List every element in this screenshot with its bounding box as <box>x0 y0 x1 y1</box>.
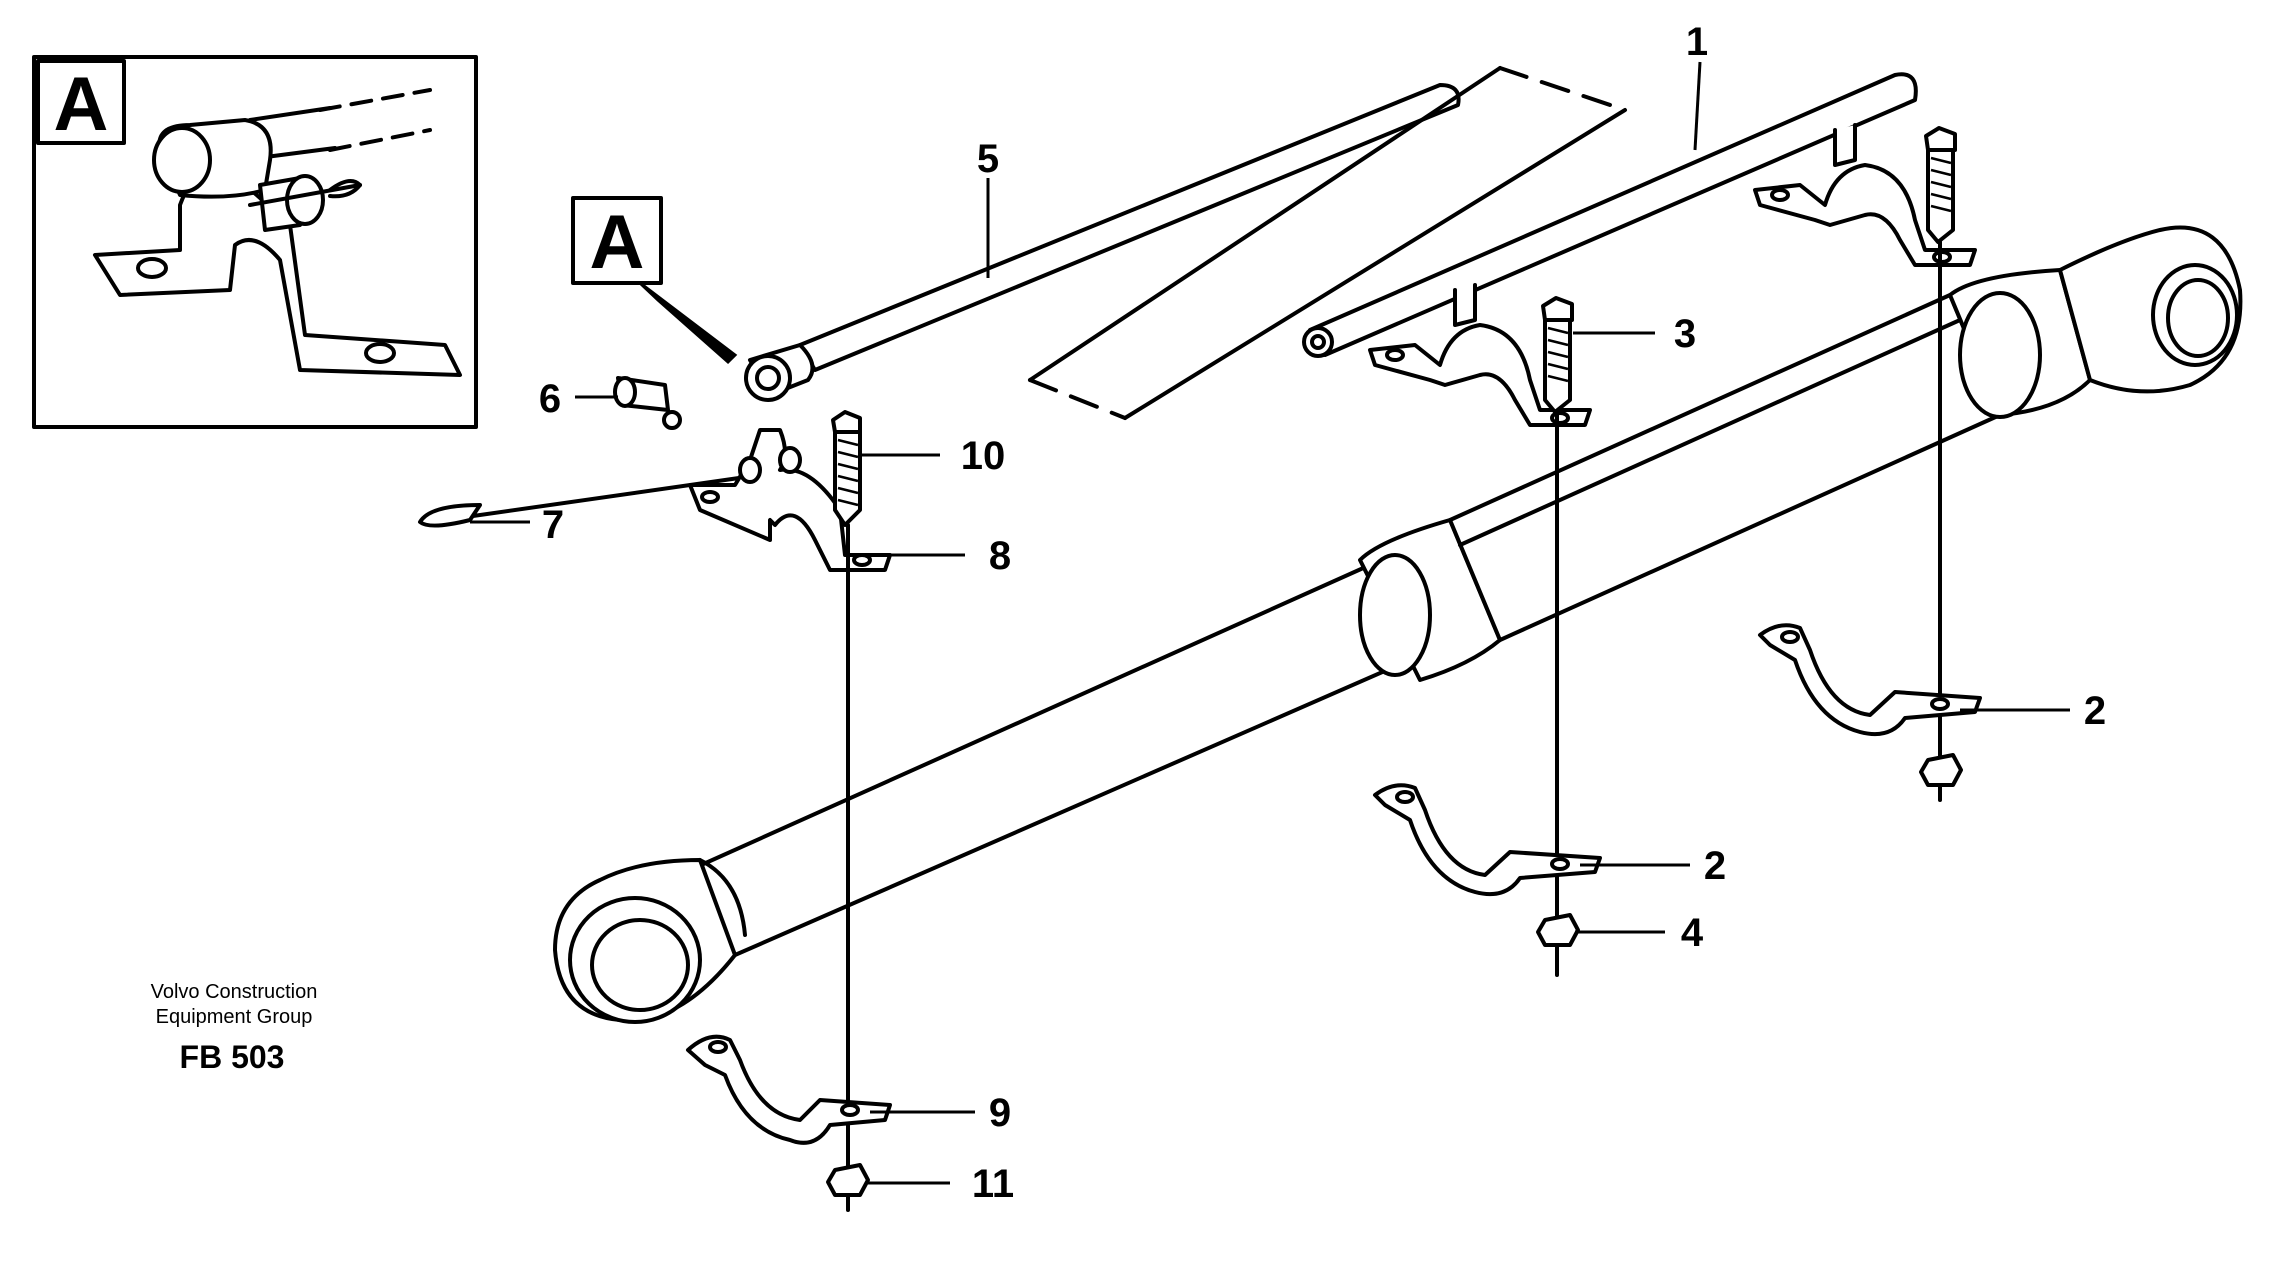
hydraulic-cylinder <box>553 225 2243 1024</box>
break-band <box>1028 66 1627 420</box>
label-part-5: 5 <box>977 137 999 181</box>
label-part-1: 1 <box>1686 20 1708 64</box>
footer-line-1: Volvo Construction <box>151 981 318 1003</box>
detail-a-inset: A <box>32 55 478 429</box>
pipe-part-5 <box>744 83 1461 402</box>
footer-line-2: Equipment Group <box>156 1006 313 1028</box>
label-part-11: 11 <box>972 1162 1014 1206</box>
part-labels: 1 5 3 6 7 10 8 2 2 4 9 11 <box>539 20 2106 1206</box>
label-part-9: 9 <box>989 1091 1011 1135</box>
label-part-2-middle: 2 <box>1704 844 1726 888</box>
clamp-assembly-right <box>1753 126 1982 802</box>
detail-a-callout: A <box>571 196 738 365</box>
callout-a-marker: A <box>590 200 645 285</box>
detail-a-marker: A <box>54 62 109 147</box>
figure-code: FB 503 <box>180 1039 285 1075</box>
label-part-3: 3 <box>1674 312 1696 356</box>
clamp-assembly-middle <box>1368 296 1602 977</box>
label-part-6: 6 <box>539 377 561 421</box>
label-part-8: 8 <box>989 534 1011 578</box>
label-part-4: 4 <box>1681 911 1704 955</box>
clamp-assembly-left <box>418 376 892 1212</box>
label-part-10: 10 <box>961 434 1006 478</box>
pipe-part-1 <box>1302 72 1918 358</box>
label-part-2-right: 2 <box>2084 689 2106 733</box>
label-part-7: 7 <box>542 503 564 547</box>
publisher-footer: Volvo Construction Equipment Group FB 50… <box>151 981 318 1075</box>
leader-lines <box>470 61 2070 1185</box>
